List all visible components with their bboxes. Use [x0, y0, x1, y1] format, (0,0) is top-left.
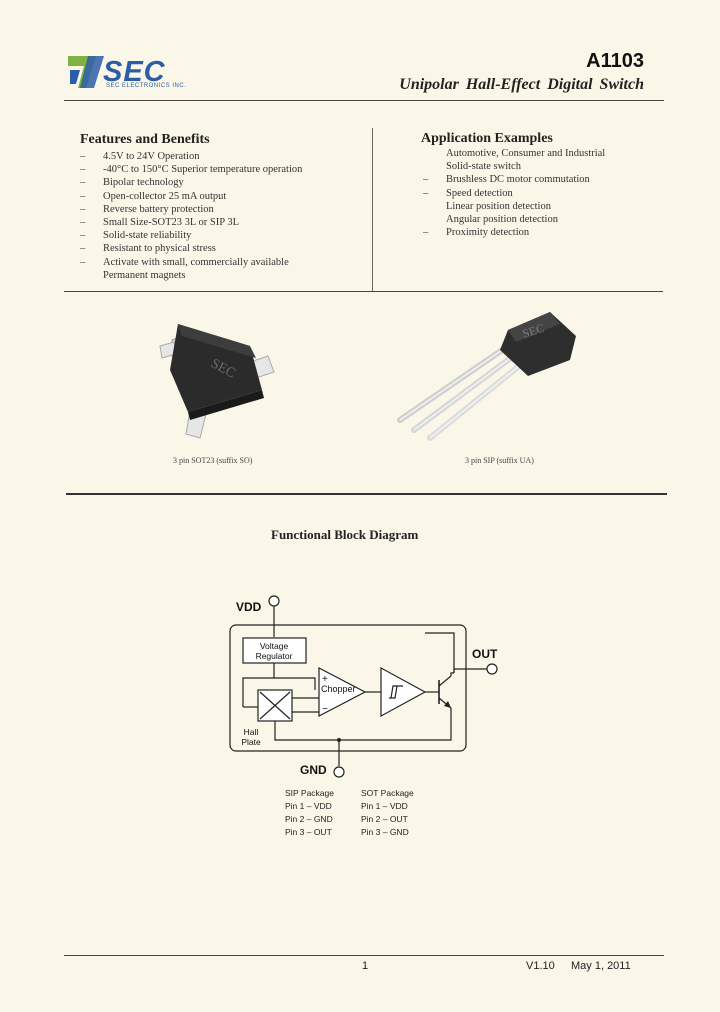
bullet-dash: –	[80, 256, 86, 268]
application-item: Linear position detection	[423, 200, 605, 213]
feature-item: – Small Size-SOT23 3L or SIP 3L	[80, 216, 302, 229]
functional-block-diagram: VDD Voltage Regulator Hall Plate Chopper…	[229, 595, 498, 778]
release-date: May 1, 2011	[571, 960, 631, 972]
feature-item: – Resistant to physical stress	[80, 242, 302, 255]
voltage-regulator-block	[242, 637, 307, 664]
section-rule	[66, 493, 667, 495]
document-subtitle: Unipolar Hall-Effect Digital Switch	[399, 76, 644, 93]
sip-pin-3: Pin 3 – OUT	[285, 827, 332, 837]
bullet-dash: –	[80, 230, 86, 242]
sot-pin-3: Pin 3 – GND	[361, 827, 409, 837]
feature-item-text: Resistant to physical stress	[103, 243, 216, 255]
features-heading: Features and Benefits	[80, 132, 210, 147]
sip-pin-2: Pin 2 – GND	[285, 814, 333, 824]
feature-item: – Solid-state reliability	[80, 229, 302, 242]
out-pin	[486, 663, 498, 675]
bullet-dash: –	[423, 174, 429, 186]
application-item: – Brushless DC motor commutation	[423, 173, 605, 186]
sip-pin-1: Pin 1 – VDD	[285, 801, 332, 811]
ic-outline	[229, 624, 467, 752]
hall-label-2: Plate	[241, 737, 261, 747]
sot23-caption: 3 pin SOT23 (suffix SO)	[173, 456, 253, 465]
application-item: – Speed detection	[423, 187, 605, 200]
applications-heading: Application Examples	[421, 131, 553, 146]
bullet-dash: –	[80, 203, 86, 215]
application-item-text: Linear position detection	[446, 200, 551, 212]
version: V1.10	[526, 960, 555, 972]
feature-item-text: Bipolar technology	[103, 177, 184, 189]
sip-package-image: SEC	[390, 302, 580, 447]
sip-caption: 3 pin SIP (suffix UA)	[465, 456, 534, 465]
feature-item: – 4.5V to 24V Operation	[80, 150, 302, 163]
application-item: Automotive, Consumer and Industrial	[423, 147, 605, 160]
footer-rule	[64, 955, 664, 956]
sot-pinout-heading: SOT Package	[361, 788, 414, 798]
feature-item-text: Solid-state reliability	[103, 230, 192, 242]
features-list: – 4.5V to 24V Operation – -40°C to 150°C Su…	[80, 150, 302, 282]
bullet-dash: –	[80, 243, 86, 255]
bullet-dash: –	[80, 164, 86, 176]
bullet-dash: –	[423, 187, 429, 199]
feature-item: – -40°C to 150°C Superior temperature ope…	[80, 163, 302, 176]
feature-item-text: Activate with small, commercially availa…	[103, 256, 289, 268]
company-logo	[66, 52, 191, 92]
sot-pin-1: Pin 1 – VDD	[361, 801, 408, 811]
vdd-pin	[268, 595, 280, 607]
gnd-pin	[333, 766, 345, 778]
bullet-dash: –	[80, 217, 86, 229]
chopper-plus: +	[322, 674, 328, 685]
logo-mark-icon	[68, 56, 104, 88]
schmitt-trigger	[380, 666, 427, 718]
vdd-label: VDD	[236, 600, 262, 614]
feature-item: Permanent magnets	[80, 269, 302, 282]
part-number: A1103	[586, 50, 644, 72]
regulator-label-1: Voltage	[260, 641, 289, 651]
chopper-amplifier	[318, 667, 367, 717]
application-item: – Proximity detection	[423, 226, 605, 239]
chopper-label: Chopper	[321, 684, 356, 694]
sip-pinout-heading: SIP Package	[285, 788, 334, 798]
logo-text: SEC	[103, 56, 166, 88]
feature-item: – Activate with small, commercially avail…	[80, 256, 302, 269]
application-item-text: Proximity detection	[446, 227, 530, 239]
bullet-dash: –	[423, 227, 429, 239]
feature-item-text: Reverse battery protection	[103, 203, 214, 215]
page-number: 1	[362, 960, 369, 972]
hysteresis-icon	[389, 685, 403, 699]
feature-item: – Reverse battery protection	[80, 203, 302, 216]
application-item-text: Automotive, Consumer and Industrial	[446, 148, 606, 159]
application-item-text: Speed detection	[446, 187, 513, 199]
sip-pinout: SIP Package Pin 1 – VDD Pin 2 – GND Pin …	[285, 787, 334, 839]
application-item: Angular position detection	[423, 213, 605, 226]
feature-item-text: Open-collector 25 mA output	[103, 190, 227, 202]
bullet-dash: –	[80, 151, 86, 162]
chopper-minus: −	[322, 704, 328, 715]
header-rule	[64, 100, 664, 101]
feature-item: – Open-collector 25 mA output	[80, 190, 302, 203]
sot-pinout: SOT Package Pin 1 – VDD Pin 2 – OUT Pin …	[361, 787, 414, 839]
sip-chip-marking: SEC	[521, 321, 546, 341]
feature-item: – Bipolar technology	[80, 176, 302, 189]
column-divider	[372, 128, 373, 291]
application-item-text: Solid-state switch	[446, 161, 521, 173]
hall-label-1: Hall	[244, 727, 259, 737]
bullet-dash: –	[80, 190, 86, 202]
feature-item-text: Permanent magnets	[103, 269, 186, 281]
feature-item-text: 4.5V to 24V Operation	[103, 151, 200, 162]
block-diagram-title: Functional Block Diagram	[271, 527, 419, 542]
bullet-dash: –	[80, 177, 86, 189]
application-item: Solid-state switch	[423, 160, 605, 173]
sot23-package-image: SEC	[150, 300, 290, 445]
application-item-text: Angular position detection	[446, 214, 558, 226]
out-label: OUT	[472, 647, 498, 661]
regulator-label-2: Regulator	[256, 651, 293, 661]
application-item-text: Brushless DC motor commutation	[446, 174, 590, 186]
feature-item-text: -40°C to 150°C Superior temperature oper…	[103, 164, 303, 176]
logo-subtext: SEC ELECTRONICS INC.	[106, 83, 187, 89]
gnd-label: GND	[300, 763, 327, 777]
features-rule	[64, 291, 663, 292]
feature-item-text: Small Size-SOT23 3L or SIP 3L	[103, 217, 240, 229]
sot-pin-2: Pin 2 – OUT	[361, 814, 408, 824]
